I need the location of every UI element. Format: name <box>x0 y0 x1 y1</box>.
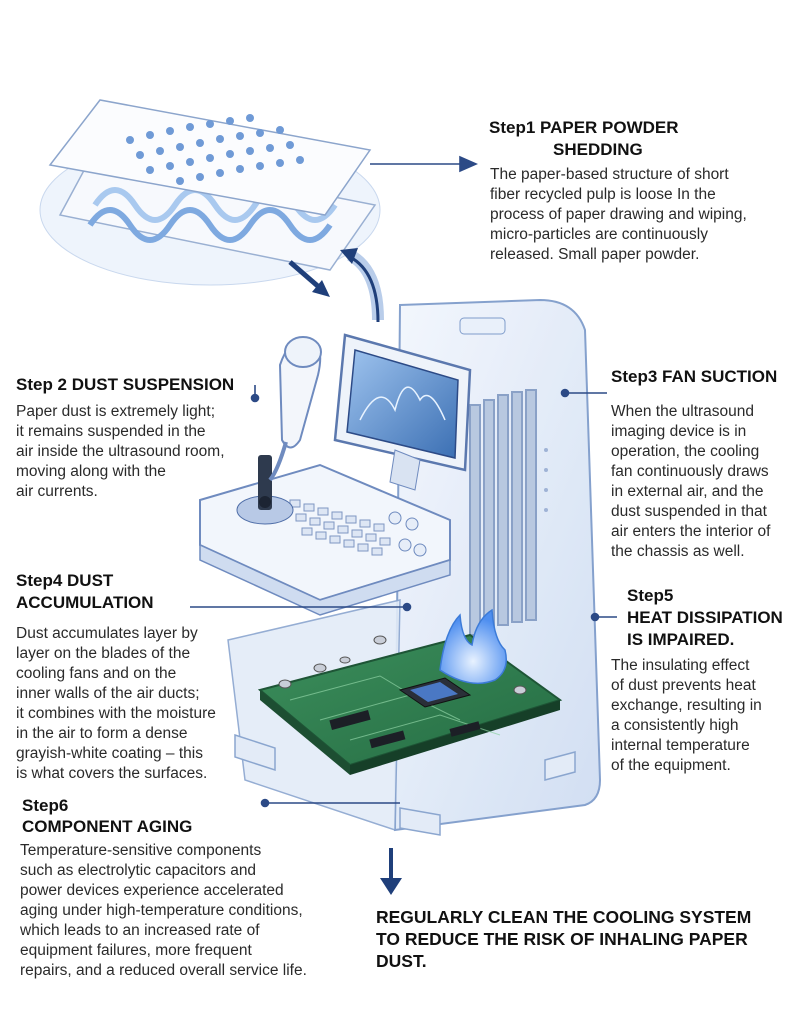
step3-body: When the ultrasound imaging device is in… <box>611 402 770 562</box>
conclusion-callout: REGULARLY CLEAN THE COOLING SYSTEM TO RE… <box>376 906 776 972</box>
step6-body: Temperature-sensitive components such as… <box>20 841 307 981</box>
conclusion-line: TO REDUCE THE RISK OF INHALING PAPER <box>376 929 748 949</box>
conclusion-line: DUST. <box>376 951 427 971</box>
text-line: operation, the cooling <box>611 443 760 460</box>
text-line: which leads to an increased rate of <box>20 922 260 939</box>
leader-lines <box>190 155 617 808</box>
text-line: inner walls of the air ducts; <box>16 685 200 702</box>
step6-title-line1: Step6 <box>22 796 69 815</box>
text-line: moving along with the <box>16 463 166 480</box>
monitor-icon <box>333 333 472 491</box>
heat-flame-icon <box>439 608 507 685</box>
step3-title: Step3 FAN SUCTION <box>611 367 778 386</box>
text-line: Dust accumulates layer by <box>16 625 198 642</box>
step1-body: The paper-based structure of short fiber… <box>490 165 747 265</box>
text-line: power devices experience accelerated <box>20 882 284 899</box>
text-line: The insulating effect <box>611 657 750 674</box>
text-line: The paper-based structure of short <box>490 166 729 183</box>
text-line: is what covers the surfaces. <box>16 765 208 782</box>
step2-body: Paper dust is extremely light; it remain… <box>16 402 225 502</box>
text-line: equipment failures, more frequent <box>20 942 252 959</box>
text-line: air enters the interior of <box>611 523 771 540</box>
text-line: repairs, and a reduced overall service l… <box>20 962 307 979</box>
text-line: released. Small paper powder. <box>490 246 700 263</box>
text-line: in the air to form a dense <box>16 725 188 742</box>
text-line: air currents. <box>16 483 98 500</box>
step4-title-line1: Step4 DUST <box>16 571 114 590</box>
text-line: imaging device is in <box>611 423 747 440</box>
step5-title-line2: HEAT DISSIPATION <box>627 608 783 627</box>
text-line: process of paper drawing and wiping, <box>490 206 747 223</box>
step2-title: Step 2 DUST SUSPENSION <box>16 375 235 394</box>
text-line: Paper dust is extremely light; <box>16 403 216 420</box>
text-line: exchange, resulting in <box>611 697 762 714</box>
text-line: air inside the ultrasound room, <box>16 443 225 460</box>
text-line: grayish-white coating – this <box>16 745 203 762</box>
step4-body: Dust accumulates layer by layer on the b… <box>16 624 216 784</box>
text-line: internal temperature <box>611 737 750 754</box>
text-line: fiber recycled pulp is loose In the <box>490 186 716 203</box>
step5-title-line1: Step5 <box>627 586 674 605</box>
text-line: it remains suspended in the <box>16 423 206 440</box>
step6-title-line2: COMPONENT AGING <box>22 817 193 836</box>
step4-title-line2: ACCUMULATION <box>16 593 154 612</box>
text-line: layer on the blades of the <box>16 645 191 662</box>
text-line: micro-particles are continuously <box>490 226 708 243</box>
text-line: of the equipment. <box>611 757 731 774</box>
text-line: When the ultrasound <box>611 403 755 420</box>
text-line: the chassis as well. <box>611 543 745 560</box>
paper-sheets-icon <box>39 99 381 286</box>
text-line: dust suspended in that <box>611 503 767 520</box>
conclusion-line: REGULARLY CLEAN THE COOLING SYSTEM <box>376 907 752 927</box>
air-flow-arrows-icon <box>288 248 384 323</box>
text-line: a consistently high <box>611 717 739 734</box>
text-line: it combines with the moisture <box>16 705 216 722</box>
down-arrow-icon <box>380 848 402 895</box>
step5-title-line3: IS IMPAIRED. <box>627 630 735 649</box>
text-line: such as electrolytic capacitors and <box>20 862 257 879</box>
text-line: Temperature-sensitive components <box>20 842 262 859</box>
text-line: of dust prevents heat <box>611 677 756 694</box>
text-line: in external air, and the <box>611 483 764 500</box>
text-line: fan continuously draws <box>611 463 769 480</box>
ultrasound-probe-icon <box>268 336 322 482</box>
step1-title-line2: SHEDDING <box>553 140 643 159</box>
text-line: cooling fans and on the <box>16 665 177 682</box>
control-panel-icon <box>199 455 451 616</box>
text-line: aging under high-temperature conditions, <box>20 902 303 919</box>
step5-body: The insulating effect of dust prevents h… <box>611 656 762 776</box>
step1-title-line1: Step1 PAPER POWDER <box>489 118 679 137</box>
